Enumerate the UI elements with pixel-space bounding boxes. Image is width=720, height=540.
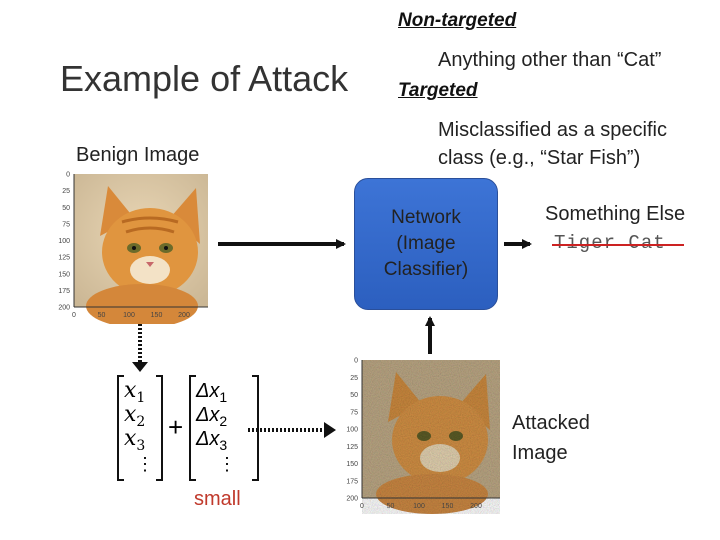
attacked-y-tick-200: 200 [346, 496, 358, 503]
small-label: small [194, 488, 241, 510]
attacked-y-tick-25: 25 [350, 375, 358, 382]
delta-x2: Δx2 [195, 404, 227, 429]
benign-image-label: Benign Image [76, 144, 200, 166]
benign-x-tick-0: 0 [72, 312, 76, 319]
targeted-heading: Targeted [398, 80, 478, 101]
attacked-cat-image [362, 360, 500, 514]
attacked-y-tick-50: 50 [350, 392, 358, 399]
benign-x-tick-50: 50 [98, 312, 106, 319]
output-struck-label: Tiger Cat [552, 232, 684, 254]
targeted-description: Misclassified as a specific class (e.g.,… [438, 119, 667, 169]
plus-sign: + [168, 412, 183, 442]
attacked-y-tick-100: 100 [346, 427, 358, 434]
delta-x1: Δx1 [195, 380, 227, 405]
output-something-else: Something Else [545, 203, 686, 225]
network-label: Network (Image Classifier) [383, 207, 469, 280]
left-vector-bracket-open [117, 375, 124, 481]
vector-ellipsis-left: ⋮ [136, 454, 154, 474]
benign-y-tick-175: 175 [58, 288, 70, 295]
benign-cat-plot: 0 25 50 75 100 125 150 175 200 0 50 100 150 200 [58, 172, 208, 324]
dotted-arrow-head-down [132, 362, 148, 372]
tiger-cat-label: Tiger Cat [554, 232, 666, 254]
attacked-y-tick-125: 125 [346, 444, 358, 451]
benign-y-tick-125: 125 [58, 255, 70, 262]
right-vector-bracket-close [252, 375, 259, 481]
vector-x3: x3 [124, 426, 145, 454]
benign-y-tick-200: 200 [58, 305, 70, 312]
benign-x-tick-150: 150 [151, 312, 163, 319]
benign-x-tick-200: 200 [178, 312, 190, 319]
benign-cat-image [74, 174, 208, 324]
benign-y-tick-50: 50 [62, 205, 70, 212]
benign-y-tick-150: 150 [58, 271, 70, 278]
attacked-x-tick-100: 100 [413, 503, 425, 510]
perturbation-formula: x1 x2 x3 ⋮ + Δx1 Δx2 Δx3 ⋮ [117, 375, 259, 481]
attacked-y-tick-150: 150 [346, 461, 358, 468]
non-targeted-heading: Non-targeted [398, 10, 517, 31]
attacked-cat-plot: 0 25 50 75 100 125 150 175 200 0 50 100 150 200 [346, 358, 500, 514]
strike-through-line [552, 244, 684, 246]
delta-x3: Δx3 [195, 428, 227, 453]
non-targeted-description: Anything other than “Cat” [438, 49, 662, 71]
benign-y-tick-75: 75 [62, 221, 70, 228]
benign-y-tick-100: 100 [58, 238, 70, 245]
left-vector-bracket-close [156, 375, 163, 481]
vector-ellipsis-right: ⋮ [218, 454, 236, 474]
attacked-y-tick-175: 175 [346, 478, 358, 485]
attacked-x-tick-150: 150 [442, 503, 454, 510]
attacked-y-tick-75: 75 [350, 409, 358, 416]
attacked-y-tick-0: 0 [354, 358, 358, 365]
benign-x-tick-100: 100 [123, 312, 135, 319]
vector-x1: x1 [124, 378, 145, 406]
vector-x2: x2 [124, 402, 145, 430]
attacked-x-tick-200: 200 [470, 503, 482, 510]
right-vector-bracket-open [189, 375, 196, 481]
attacked-image-label: Attacked Image [512, 412, 590, 464]
network-image-classifier-box: Network (Image Classifier) [354, 178, 498, 310]
attacked-x-tick-0: 0 [360, 503, 364, 510]
slide-title: Example of Attack [60, 58, 349, 99]
attacked-x-tick-50: 50 [387, 503, 395, 510]
benign-y-tick-0: 0 [66, 172, 70, 179]
dotted-arrow-head-right [324, 422, 336, 438]
benign-y-tick-25: 25 [62, 188, 70, 195]
